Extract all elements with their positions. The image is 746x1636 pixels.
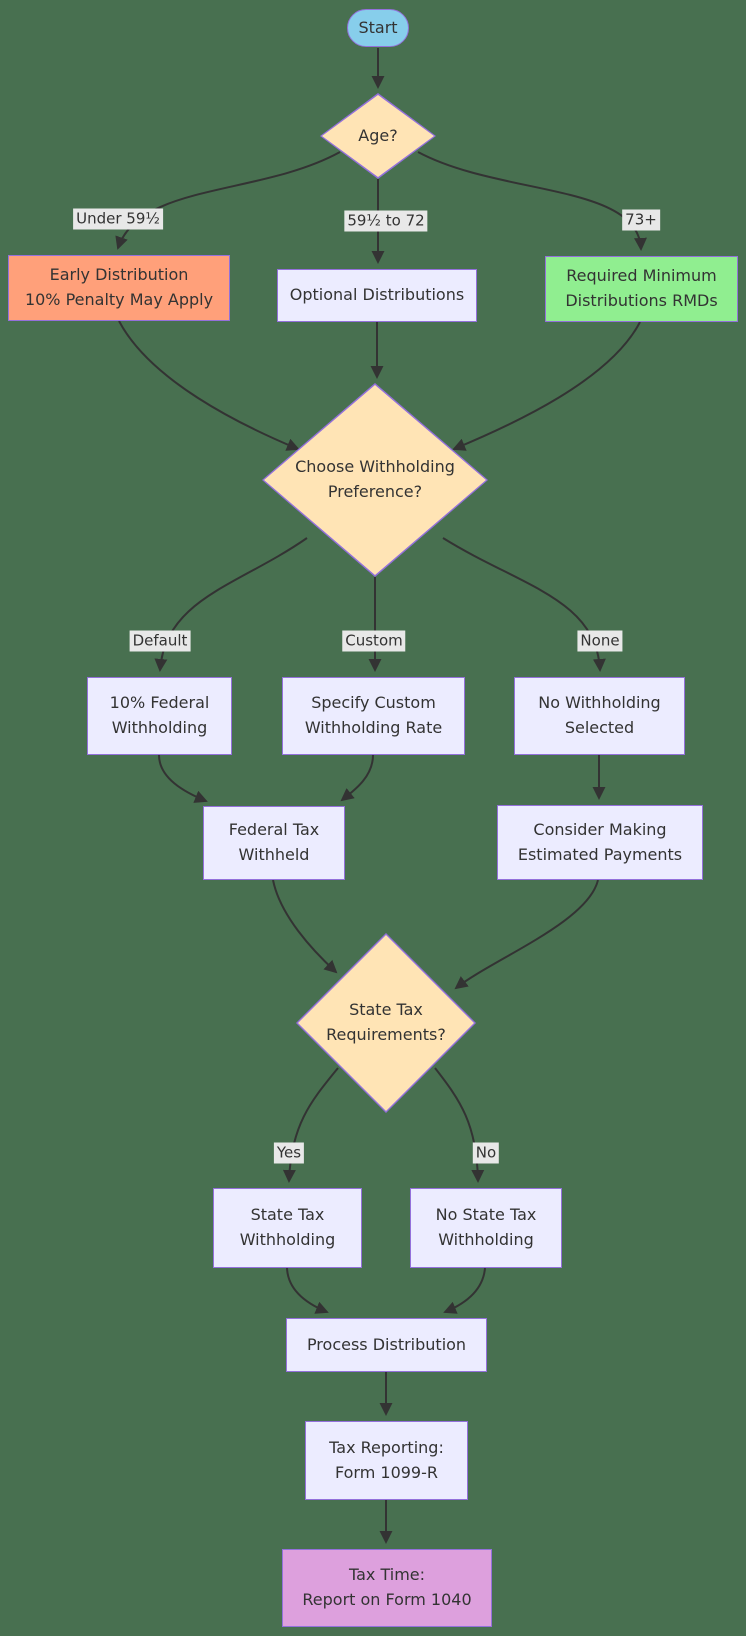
line-2: Preference?	[327, 482, 423, 501]
node-optional-distributions: Optional Distributions	[277, 269, 477, 322]
edge-label-73-plus: 73+	[622, 209, 660, 231]
edge-consider-to-statereq	[454, 879, 599, 990]
edge-age-to-rmd	[417, 151, 647, 251]
edge-fedtax-to-statereq	[272, 879, 338, 974]
edge-age-to-early	[115, 151, 341, 250]
edge-label-59half-to-72: 59½ to 72	[344, 210, 428, 232]
line-2: Estimated Payments	[517, 844, 683, 864]
line-1: Federal Tax	[228, 820, 320, 840]
line-1: Consider Making	[533, 819, 667, 839]
line-1: Tax Time:	[348, 1565, 426, 1585]
line-1: No Withholding	[538, 693, 661, 713]
line-1: Specify Custom	[311, 693, 436, 713]
node-start-label: Start	[358, 17, 398, 37]
line-2: Withholding	[438, 1230, 534, 1249]
node-tax-time-form-1040: Tax Time: Report on Form 1040	[282, 1549, 492, 1627]
edge-fed10-to-fedtax	[158, 754, 208, 803]
node-tax-reporting-1099r: Tax Reporting: Form 1099-R	[305, 1421, 468, 1500]
line-2: Report on Form 1040	[302, 1590, 472, 1609]
line-2: Withheld	[238, 845, 310, 864]
line-2: Form 1099-R	[335, 1462, 438, 1482]
edge-label-none: None	[577, 630, 623, 652]
line-2: Requirements?	[326, 1025, 446, 1044]
edge-label-default: Default	[129, 630, 191, 652]
edge-statew-to-process	[286, 1267, 329, 1314]
node-early-distribution-label: Early Distribution 10% Penalty May Apply	[25, 263, 213, 313]
edge-rmd-to-choose	[452, 321, 641, 451]
line-2: 10% Penalty May Apply	[24, 290, 214, 309]
node-tax-time-form-1040-label: Tax Time: Report on Form 1040	[302, 1563, 471, 1613]
line-2: Selected	[564, 718, 635, 737]
line-1: Tax Reporting:	[329, 1437, 444, 1457]
line-1: Choose Withholding	[295, 457, 455, 477]
line-1: Early Distribution	[49, 265, 189, 285]
edge-custom-to-fedtax	[340, 754, 374, 802]
line-1: State Tax	[349, 1000, 423, 1020]
edge-nostatew-to-process	[443, 1267, 486, 1314]
node-age-label: Age?	[358, 125, 398, 145]
line-2: Withholding	[239, 1230, 336, 1249]
line-2: Withholding	[111, 718, 208, 737]
node-start: Start	[347, 9, 409, 47]
node-age-decision: Age?	[320, 93, 436, 179]
node-optional-distributions-label: Optional Distributions	[289, 285, 465, 305]
line-2: Withholding Rate	[304, 718, 443, 737]
line-1: No State Tax	[435, 1205, 537, 1225]
line-2: Distributions RMDs	[565, 291, 718, 310]
line-1: 10% Federal	[109, 693, 210, 713]
node-process-distribution: Process Distribution	[286, 1318, 487, 1372]
node-tax-reporting-1099r-label: Tax Reporting: Form 1099-R	[329, 1436, 444, 1486]
node-process-distribution-label: Process Distribution	[306, 1334, 467, 1354]
edge-label-custom: Custom	[342, 630, 406, 652]
node-early-distribution: Early Distribution 10% Penalty May Apply	[8, 255, 230, 321]
line-1: State Tax	[250, 1205, 325, 1225]
edge-label-yes: Yes	[273, 1142, 305, 1164]
edge-label-under-59half: Under 59½	[73, 208, 163, 230]
edge-early-to-choose	[118, 320, 300, 451]
line-1: Required Minimum	[566, 266, 717, 286]
edge-label-no: No	[472, 1142, 500, 1164]
